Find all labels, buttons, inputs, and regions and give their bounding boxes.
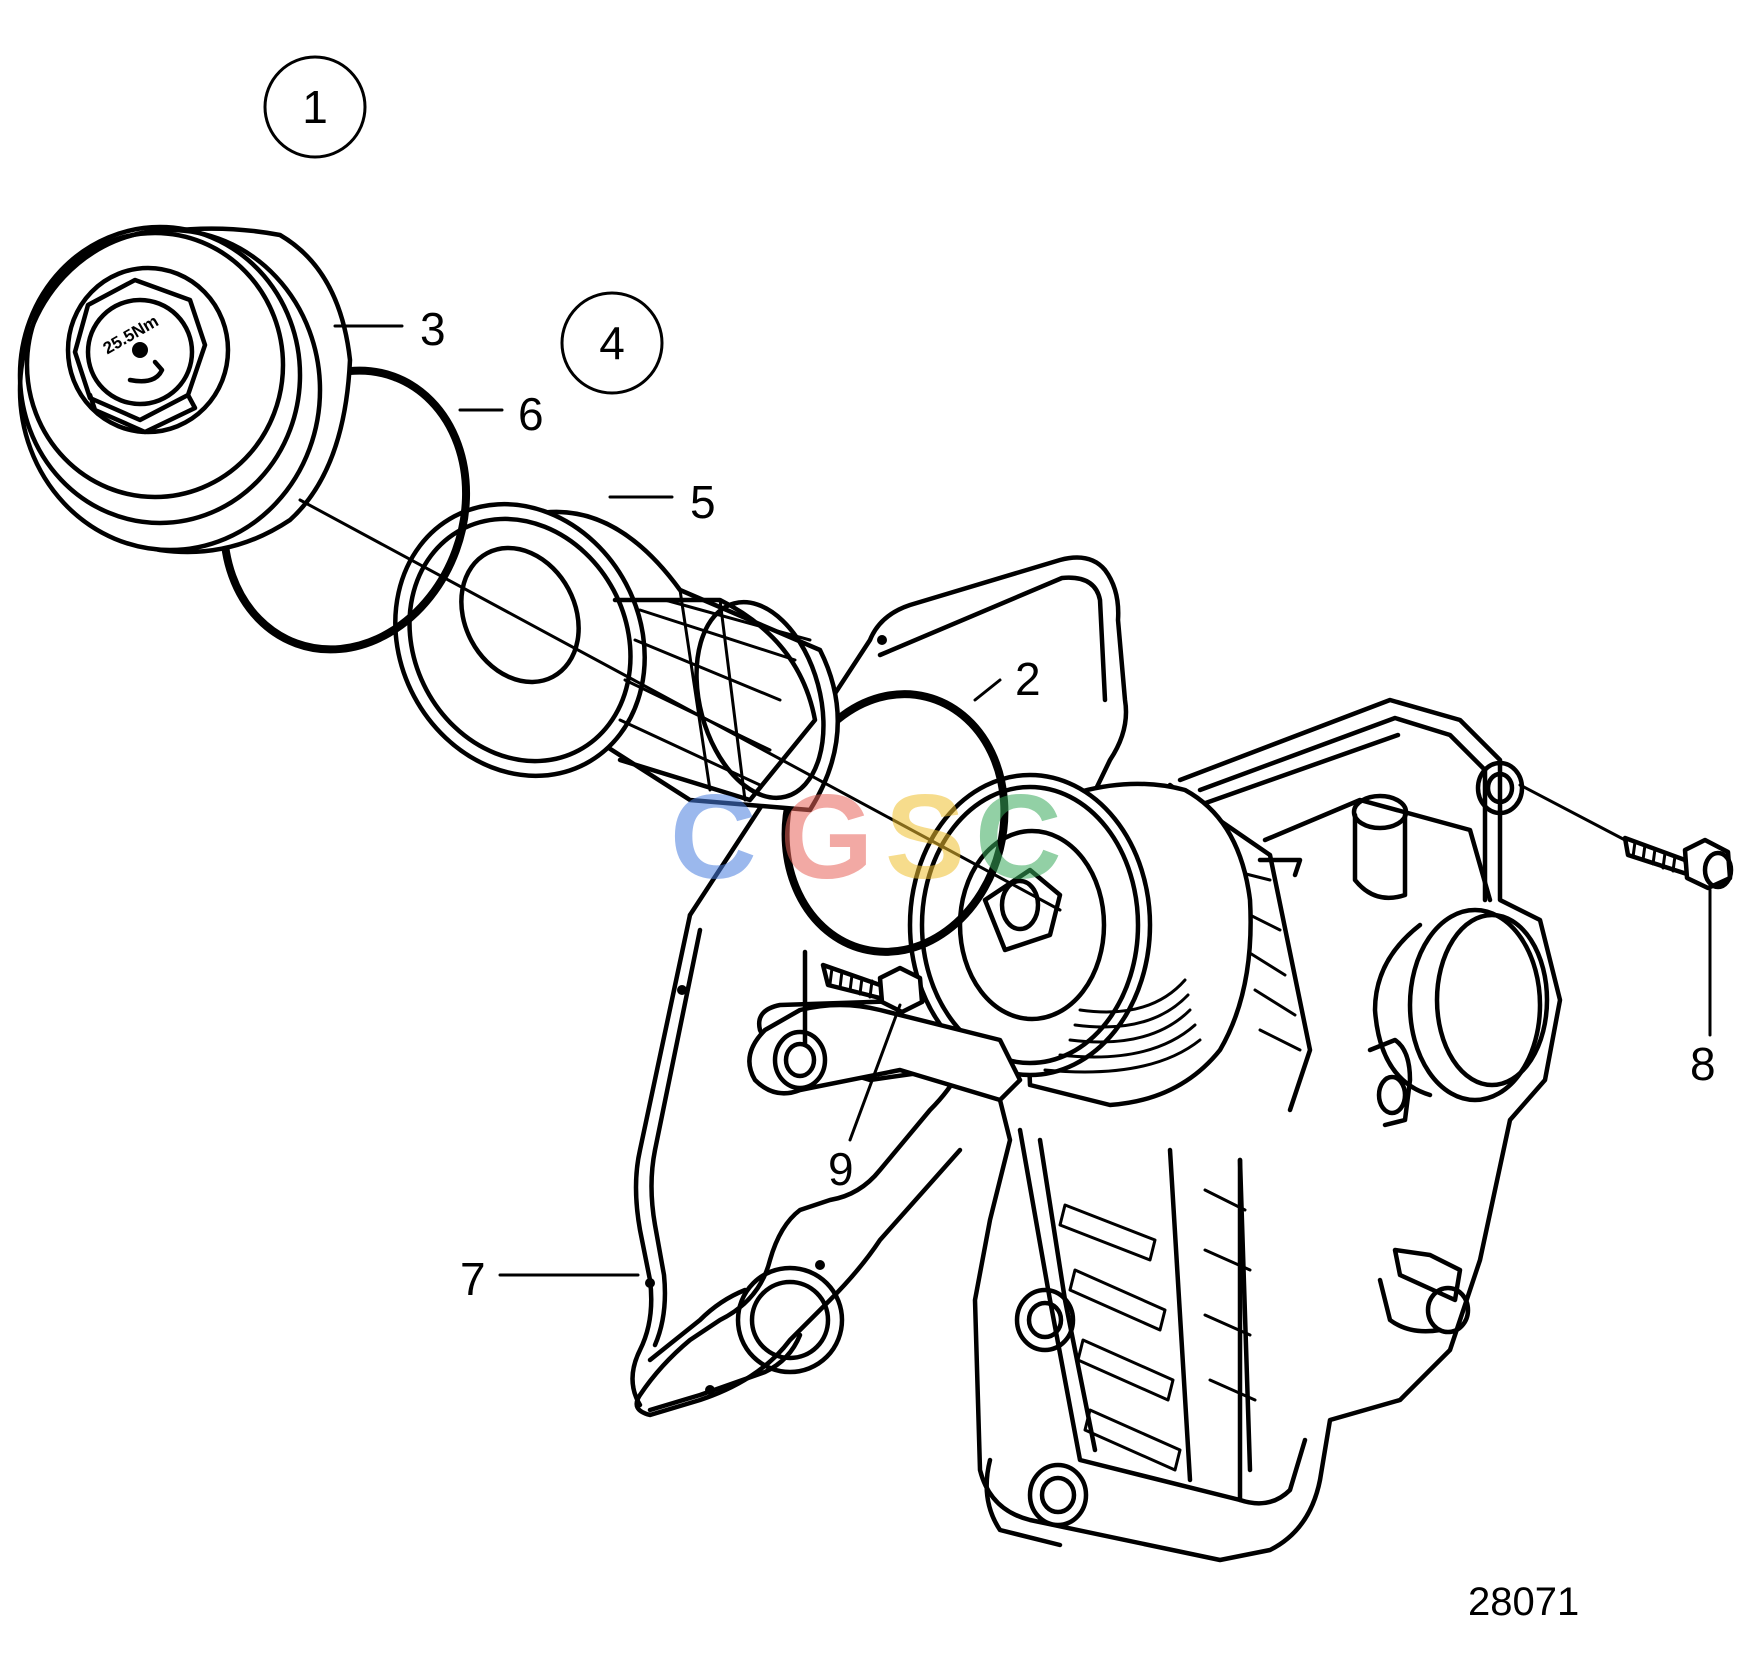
callout-6-label: 6 bbox=[518, 388, 544, 440]
callout-9-label: 9 bbox=[828, 1143, 854, 1195]
callout-3-label: 3 bbox=[420, 303, 446, 355]
assembly-axis-line bbox=[298, 498, 1062, 912]
filter-housing bbox=[756, 697, 1563, 1563]
bolt-part-8 bbox=[1518, 783, 1734, 891]
callout-8-label: 8 bbox=[1690, 1038, 1716, 1090]
gasket-part-7 bbox=[630, 555, 1129, 1418]
callout-7-label: 7 bbox=[460, 1253, 486, 1305]
bolt-part-9 bbox=[802, 949, 925, 1048]
callout-1-label: 1 bbox=[302, 81, 328, 133]
filter-element-part-5 bbox=[393, 501, 841, 813]
housing-cylinder bbox=[907, 772, 1253, 1108]
callout-1-circle bbox=[263, 55, 367, 159]
leader-lines bbox=[333, 324, 1712, 1277]
callout-4-label: 4 bbox=[599, 317, 625, 369]
mounting-flange bbox=[747, 1002, 1023, 1103]
figure-number: 28071 bbox=[1468, 1580, 1579, 1624]
watermark-letter-3: S bbox=[885, 770, 965, 904]
callout-5-label: 5 bbox=[690, 476, 716, 528]
watermark: C G S C bbox=[670, 770, 1062, 904]
filter-cap-part-3: 25.5Nm bbox=[17, 224, 353, 555]
watermark-letter-4: C bbox=[975, 770, 1062, 904]
callout-4-circle bbox=[560, 291, 664, 395]
watermark-letter-1: C bbox=[670, 770, 757, 904]
callout-1: 1 bbox=[263, 55, 367, 159]
watermark-letter-2: G bbox=[780, 770, 873, 904]
callout-2-label: 2 bbox=[1015, 653, 1041, 705]
callout-4: 4 bbox=[560, 291, 664, 395]
